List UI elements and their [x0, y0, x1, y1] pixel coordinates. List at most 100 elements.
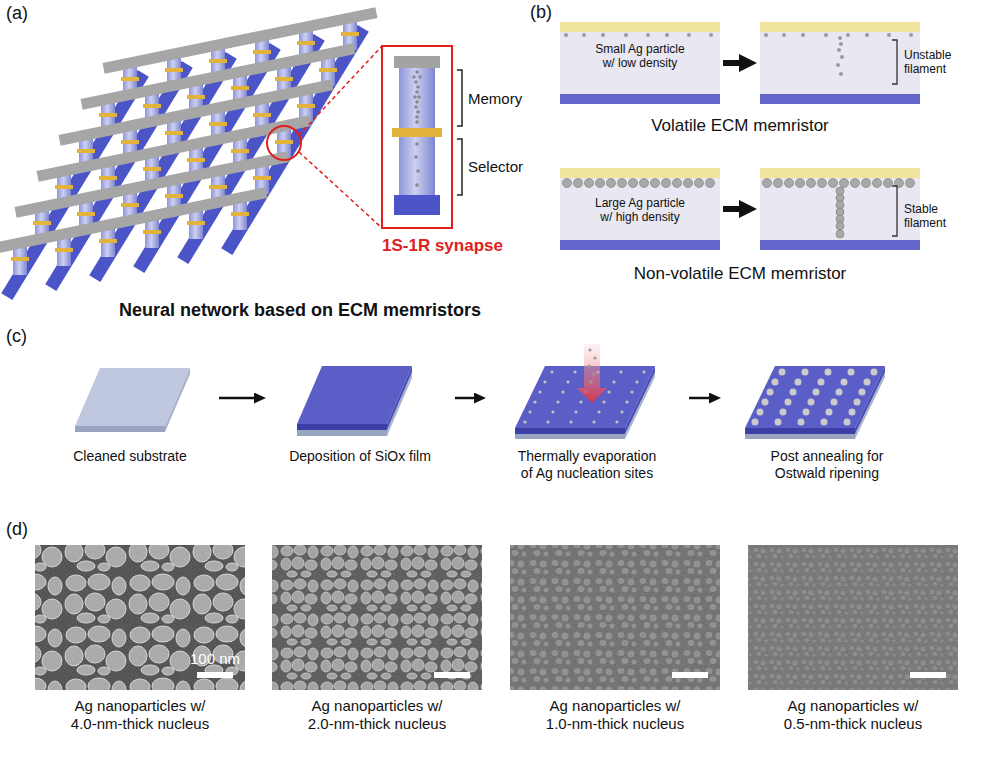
sem-panel: Ag nanoparticles w/ 2.0-nm-thick nucleus	[267, 545, 487, 740]
zoom-callout	[267, 126, 301, 160]
siox-film-art	[297, 430, 387, 436]
top-electrode	[0, 193, 266, 249]
sem-image	[510, 545, 720, 690]
nucleation-art	[589, 380, 592, 383]
top-electrode	[60, 85, 333, 141]
synapse-inset-art	[394, 195, 440, 215]
synapse-inset-art	[418, 75, 422, 79]
ripening-art	[760, 409, 855, 416]
volatile-devices-art	[839, 42, 843, 46]
nucleation-art	[530, 410, 625, 413]
siox-film-art	[297, 424, 387, 430]
process-arrow	[455, 397, 479, 400]
volatile-devices-art	[560, 22, 720, 104]
process-step: Deposition of SiOx film	[270, 348, 451, 498]
ripening-art	[745, 366, 885, 428]
nucleation-art	[625, 366, 655, 434]
panel-label: (b)	[530, 2, 570, 24]
nucleation-art	[592, 372, 595, 375]
sem-image	[35, 545, 245, 690]
nucleation-art	[593, 356, 596, 359]
process-step: Cleaned substrate	[45, 348, 215, 498]
top-electrode	[82, 49, 355, 105]
process-arrow	[723, 206, 747, 212]
synapse-inset-art	[392, 128, 442, 137]
sem-image	[197, 672, 233, 678]
volatile-device: Small Ag particle w/ low density	[560, 22, 720, 104]
synapse-inset-art	[413, 95, 417, 99]
process-step: Thermally evaporation of Ag nucleation s…	[490, 348, 685, 498]
panel-caption: Volatile ECM memristor	[620, 116, 860, 136]
ripening-art	[745, 366, 885, 439]
sem-image	[272, 545, 482, 690]
nonvolatile-devices-art	[836, 187, 844, 238]
nonvolatile-devices-art	[560, 168, 920, 250]
ripening-art	[765, 399, 860, 406]
ripening-art	[745, 428, 855, 434]
synapse-inset-art	[399, 68, 435, 128]
siox-film-art	[297, 366, 412, 436]
top-electrode	[60, 85, 333, 141]
sem-image	[510, 545, 720, 690]
nucleation-art	[515, 434, 625, 439]
process-arrow	[723, 60, 747, 66]
sem-image	[672, 672, 708, 678]
sem-panel: Ag nanoparticles w/ 1.0-nm-thick nucleus	[505, 545, 725, 740]
synapse-inset-art	[414, 80, 418, 84]
panel-caption: Non-volatile ECM memristor	[610, 264, 870, 284]
nonvolatile-devices-art	[560, 168, 720, 250]
nucleation-art	[535, 400, 630, 403]
sem-caption: Ag nanoparticles w/ 1.0-nm-thick nucleus	[537, 697, 693, 733]
nucleation-art	[515, 428, 625, 434]
volatile-devices-art	[560, 22, 920, 104]
synapse-inset-art	[415, 120, 419, 124]
synapse-inset-art	[412, 70, 422, 187]
top-electrode	[0, 193, 266, 249]
ripening-art	[755, 419, 850, 426]
volatile-devices-art	[760, 22, 920, 104]
substrate-art	[165, 368, 190, 432]
filament-label: Stable filament	[904, 202, 960, 231]
siox-film-art	[297, 366, 412, 424]
volatile-devices-art	[839, 72, 843, 76]
sem-image	[910, 672, 946, 678]
ripening-art	[745, 434, 855, 439]
crossbar-array	[0, 13, 376, 297]
top-electrode	[38, 121, 311, 177]
synapse-inset-art	[415, 115, 419, 119]
sem-image	[272, 545, 482, 690]
panel-label: (c)	[6, 326, 46, 348]
ripening-art	[782, 369, 880, 376]
filament-device: Unstable filament	[760, 22, 962, 104]
sem-image	[434, 672, 470, 678]
layer-label: Memory	[468, 90, 538, 108]
nucleation-art	[552, 370, 650, 373]
nucleation-art	[587, 364, 590, 367]
top-electrode	[16, 157, 289, 213]
inset-title: 1S-1R synapse	[382, 236, 532, 256]
sem-image	[272, 545, 482, 690]
synapse-inset-art	[414, 105, 418, 109]
process-step: Post annealing for Ostwald ripening	[725, 348, 930, 498]
top-electrode	[104, 13, 377, 69]
sem-image	[35, 545, 245, 690]
panel-label: (d)	[6, 519, 46, 541]
substrate-art	[75, 426, 165, 432]
top-electrode	[82, 49, 355, 105]
synapse-inset: MemorySelector1S-1R synapse	[378, 44, 543, 266]
synapse-inset-art	[399, 137, 435, 195]
sem-image	[510, 545, 720, 690]
sem-panel: Ag nanoparticles w/ 0.5-nm-thick nucleus	[743, 545, 963, 740]
synapse-inset-art	[394, 56, 440, 68]
synapse-inset-art	[457, 70, 462, 195]
process-arrow	[689, 397, 714, 400]
nucleation-art	[515, 344, 655, 439]
volatile-devices-art	[564, 33, 713, 37]
step-caption: Deposition of SiOx film	[270, 448, 450, 465]
step-caption: Thermally evaporation of Ag nucleation s…	[512, 448, 662, 482]
ripening-art	[755, 372, 880, 422]
device-label: Large Ag particle w/ high density	[590, 196, 690, 225]
zoom-callout	[299, 152, 382, 228]
